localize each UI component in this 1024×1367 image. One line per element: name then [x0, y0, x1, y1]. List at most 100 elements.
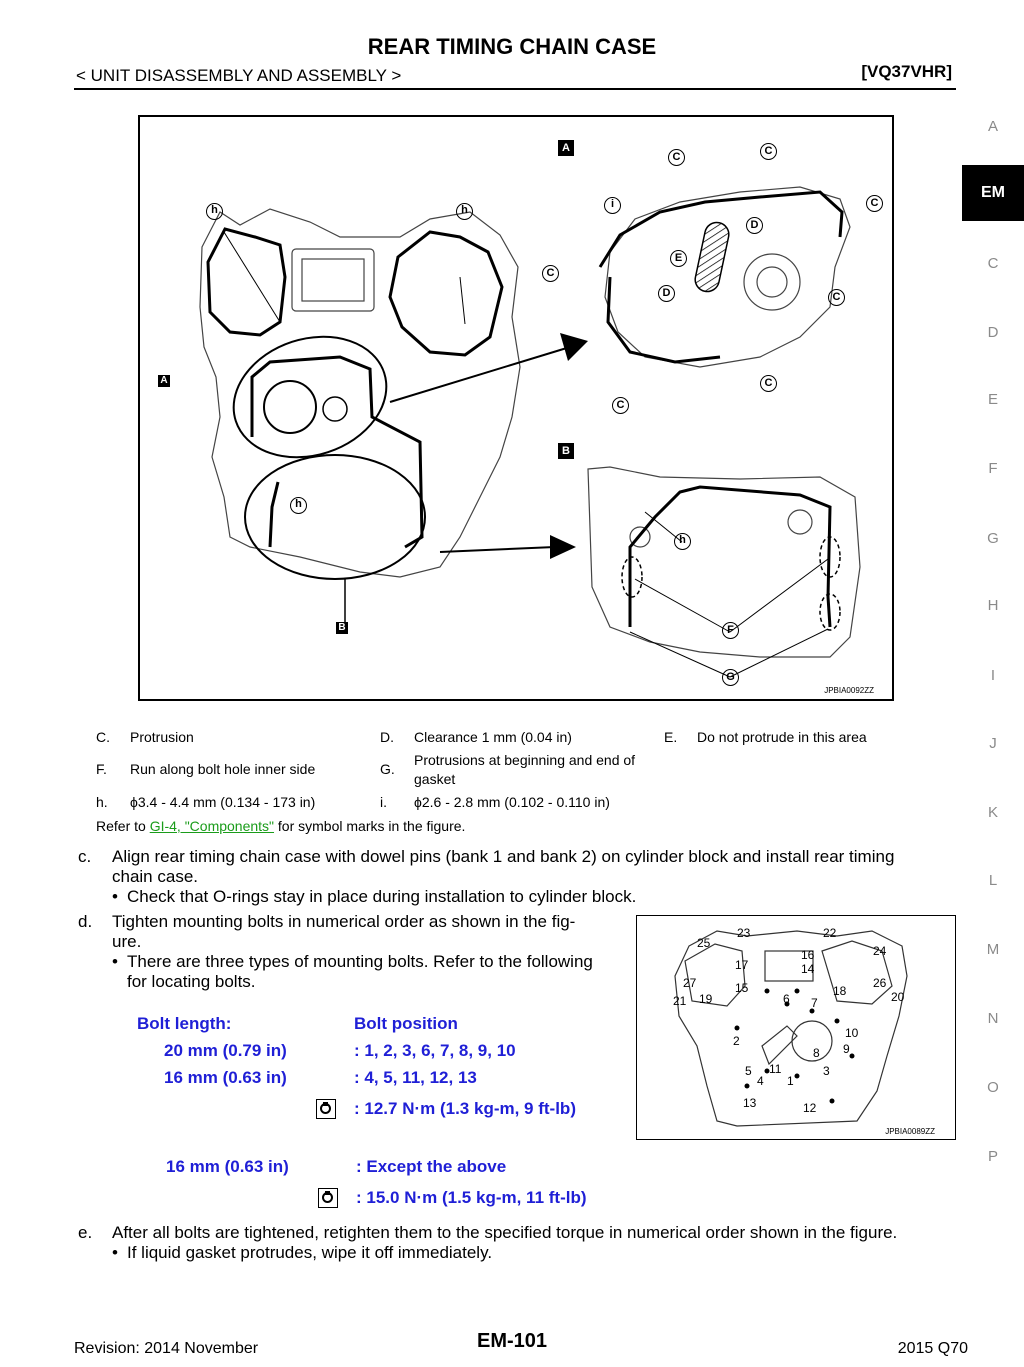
tab-c[interactable]: C: [987, 255, 999, 272]
model-year: 2015 Q70: [897, 1340, 968, 1357]
bolt-number-15: 15: [735, 981, 749, 995]
legend-key-c: C.: [96, 729, 110, 745]
header-rule: [74, 88, 956, 90]
step-e-bullet: If liquid gasket protrudes, wipe it off …: [127, 1243, 493, 1262]
tab-d[interactable]: D: [987, 324, 999, 341]
tab-j[interactable]: J: [989, 735, 997, 752]
bolt-row3-length: 16 mm (0.63 in): [166, 1157, 289, 1176]
legend-key-f: F.: [96, 761, 107, 777]
tab-n[interactable]: N: [987, 1010, 999, 1027]
revision-date: Revision: 2014 November: [74, 1340, 259, 1357]
step-d-bullet-mark: •: [112, 952, 118, 971]
legend-text-i: ϕ2.6 - 2.8 mm (0.102 - 0.110 in): [414, 794, 610, 810]
legend-key-e: E.: [664, 729, 678, 745]
label-b-small: B: [336, 622, 348, 634]
step-e-bullet-mark: •: [112, 1243, 118, 1262]
bolt-number-6: 6: [783, 992, 790, 1006]
bolt-number-21: 21: [673, 994, 687, 1008]
tab-e[interactable]: E: [987, 391, 998, 408]
bolt-row1-position: : 1, 2, 3, 6, 7, 8, 9, 10: [354, 1041, 516, 1060]
bolt-row2-position: : 4, 5, 11, 12, 13: [354, 1068, 477, 1087]
callout-h-4: h: [674, 533, 691, 550]
callout-f: F: [722, 622, 739, 639]
callout-h-3: h: [290, 497, 307, 514]
step-c-line2: chain case.: [112, 867, 198, 886]
step-e-line1: After all bolts are tightened, retighten…: [112, 1223, 898, 1242]
legend-text-e: Do not protrude in this area: [697, 729, 867, 745]
page-title: REAR TIMING CHAIN CASE: [367, 34, 657, 59]
bolt-position-header: Bolt position: [354, 1014, 458, 1033]
legend-text-g-1: Protrusions at beginning and end of: [414, 752, 636, 768]
tab-p[interactable]: P: [987, 1148, 998, 1165]
legend-text-g-2: gasket: [414, 771, 456, 787]
bolt-number-16: 16: [801, 948, 815, 962]
tab-l[interactable]: L: [988, 872, 998, 889]
tab-a[interactable]: A: [987, 118, 998, 135]
step-c-marker: c.: [78, 847, 92, 866]
bolt-row3-position: : Except the above: [356, 1157, 507, 1176]
bolt-number-8: 8: [813, 1046, 820, 1060]
legend-text-h: ϕ3.4 - 4.4 mm (0.134 - 173 in): [130, 794, 316, 810]
bolt-number-20: 20: [891, 990, 905, 1004]
callout-e: E: [670, 250, 687, 267]
bolt-number-5: 5: [745, 1064, 752, 1078]
legend-text-c: Protrusion: [130, 729, 194, 745]
tab-m[interactable]: M: [986, 941, 1000, 958]
bolt-number-24: 24: [873, 944, 887, 958]
tab-em[interactable]: EM: [962, 165, 1024, 221]
callout-d-2: D: [658, 285, 675, 302]
refer-prefix: Refer to: [96, 818, 150, 834]
tab-k[interactable]: K: [987, 804, 998, 821]
engine-code: [VQ37VHR]: [861, 62, 952, 81]
figure-code: JPBIA0092ZZ: [824, 686, 874, 695]
bolt-number-25: 25: [697, 936, 711, 950]
bolt-number-22: 22: [823, 926, 837, 940]
gasket-application-illustration: [199, 186, 861, 678]
bolt-number-14: 14: [801, 962, 815, 976]
callout-c-2: C: [760, 143, 777, 160]
tab-h[interactable]: H: [987, 597, 999, 614]
callout-h-2: h: [456, 203, 473, 220]
refer-suffix: for symbol marks in the figure.: [274, 818, 466, 834]
step-c-line1: Align rear timing chain case with dowel …: [112, 847, 895, 866]
step-d-marker: d.: [78, 912, 93, 931]
callout-c-1: C: [668, 149, 685, 166]
legend-text-d: Clearance 1 mm (0.04 in): [414, 729, 572, 745]
label-b: B: [558, 443, 574, 459]
label-a-small: A: [158, 375, 170, 387]
bolt-number-3: 3: [823, 1064, 830, 1078]
section-subtitle: < UNIT DISASSEMBLY AND ASSEMBLY >: [76, 66, 402, 85]
page-number: EM-101: [476, 1330, 548, 1352]
tab-f[interactable]: F: [988, 460, 998, 477]
components-link[interactable]: GI-4, "Components": [149, 818, 275, 834]
callout-c-7: C: [612, 397, 629, 414]
callout-c-4: C: [542, 265, 559, 282]
tab-i[interactable]: I: [990, 667, 996, 684]
bolt-number-12: 12: [803, 1101, 817, 1115]
bolt-number-26: 26: [873, 976, 887, 990]
bolt-number-23: 23: [737, 926, 751, 940]
bolt-number-4: 4: [757, 1074, 764, 1088]
callout-d-1: D: [746, 217, 763, 234]
label-a: A: [558, 140, 574, 156]
bolt-tightening-order-diagram: 23 22 25 24 17 16 14 27 26 15 18 21 19 2…: [636, 915, 956, 1140]
bolt-row2-length: 16 mm (0.63 in): [164, 1068, 287, 1087]
step-d-bullet-1: There are three types of mounting bolts.…: [127, 952, 593, 971]
callout-i: i: [604, 197, 621, 214]
bolt-number-2: 2: [733, 1034, 740, 1048]
step-d-bullet-2: for locating bolts.: [127, 972, 256, 991]
tab-g[interactable]: G: [987, 530, 999, 547]
bolt-order-illustration: [674, 930, 908, 1127]
step-c-bullet: Check that O-rings stay in place during …: [127, 887, 637, 906]
callout-g: G: [722, 669, 739, 686]
callout-c-6: C: [760, 375, 777, 392]
bolt-length-header: Bolt length:: [137, 1014, 232, 1033]
legend-text-f: Run along bolt hole inner side: [130, 761, 316, 777]
bolt-number-18: 18: [833, 984, 847, 998]
tab-o[interactable]: O: [987, 1079, 999, 1096]
legend-key-d: D.: [380, 729, 394, 745]
step-c-bullet-mark: •: [112, 887, 118, 906]
torque-spec-1: : 12.7 N·m (1.3 kg-m, 9 ft-lb): [354, 1099, 576, 1118]
bolt-number-11: 11: [769, 1062, 782, 1076]
bolt-number-19: 19: [699, 992, 713, 1006]
